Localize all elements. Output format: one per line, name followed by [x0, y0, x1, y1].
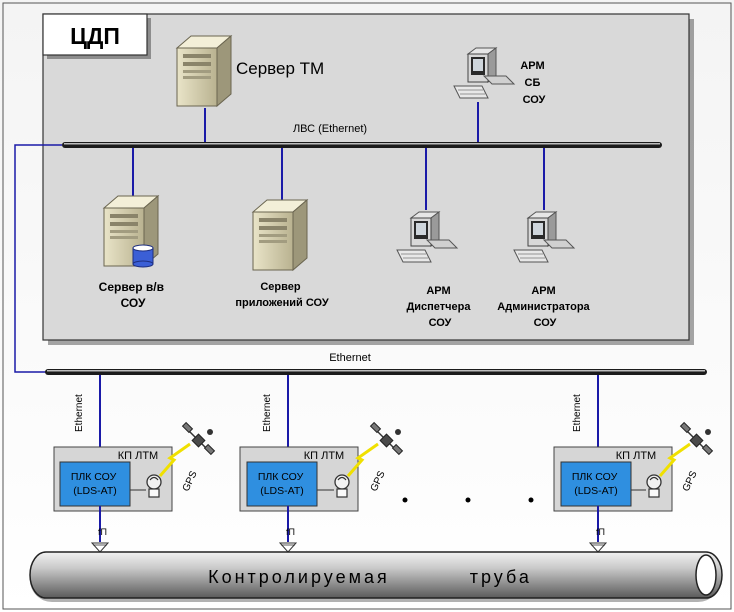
- server-app: Сервер приложений СОУ: [235, 199, 329, 309]
- kp-ltm-label: КП ЛТМ: [616, 450, 656, 462]
- svg-text:Сервер в/в СОУ: Сервер в/в СОУ: [99, 280, 168, 310]
- lan-links: [132, 102, 545, 210]
- arm-dispatcher-line-2: Диспетчера: [406, 301, 471, 313]
- svg-text:Сервер приложений СОУ: Сервер приложений СОУ: [235, 281, 328, 309]
- svg-text:ПЛК СОУ (LDS-AT): ПЛК СОУ (LDS-AT): [258, 471, 306, 497]
- database-icon: [132, 244, 154, 268]
- lightning-icon: [158, 442, 191, 477]
- server-db: Сервер в/в СОУ: [99, 195, 168, 310]
- station-eth-label: Ethernet: [572, 394, 583, 432]
- plc-box: [59, 461, 131, 507]
- station-eth-label: Ethernet: [74, 394, 85, 432]
- kp-ltm-label: КП ЛТМ: [118, 450, 158, 462]
- lightning-icon: [346, 442, 379, 477]
- arm-dispatcher: АРМ Диспетчера СОУ: [396, 211, 473, 329]
- gps-receiver-icon: [646, 474, 662, 498]
- arm-admin-line-3: СОУ: [534, 317, 557, 329]
- server-app-icon: [252, 199, 308, 271]
- ethernet-bus: [45, 369, 707, 375]
- pressure-sensor-icon: [279, 542, 297, 553]
- gps-label: GPS: [369, 469, 388, 493]
- lightning-icon: [658, 442, 691, 477]
- server-tm-icon: [176, 35, 232, 107]
- cdp-title-box: ЦДП: [42, 13, 151, 59]
- kp-ltm-label: КП ЛТМ: [304, 450, 344, 462]
- arm-sb-line-1: АРМ: [520, 60, 544, 72]
- gps-receiver-icon: [146, 474, 162, 498]
- plc-line-1: ПЛК СОУ: [572, 471, 618, 483]
- server-db-line-2: СОУ: [121, 296, 146, 310]
- more-stations-dots: [402, 497, 534, 503]
- station-1: Ethernet КП ЛТМ ПЛК СОУ (LDS-AT) GPS fП: [53, 375, 216, 553]
- gps-receiver-icon: [334, 474, 350, 498]
- sensor-label: fП: [98, 527, 107, 537]
- arm-admin-line-2: Администратора: [497, 301, 590, 313]
- server-tm-label: Сервер ТМ: [236, 59, 324, 78]
- station-3: Ethernet КП ЛТМ ПЛК СОУ (LDS-AT) GPS fП: [553, 375, 714, 553]
- plc-box: [560, 461, 632, 507]
- gps-label: GPS: [181, 469, 200, 493]
- cdp-title: ЦДП: [70, 23, 120, 49]
- arm-admin-line-1: АРМ: [531, 285, 555, 297]
- plc-box: [246, 461, 318, 507]
- arm-dispatcher-line-1: АРМ: [426, 285, 450, 297]
- plc-line-2: (LDS-AT): [574, 485, 618, 497]
- satellite-icon: [679, 421, 714, 456]
- svg-text:АРМ Администратора: АРМ Администратора СОУ: [497, 285, 592, 329]
- satellite-icon: [181, 421, 216, 456]
- ethernet-bus-label: Ethernet: [329, 352, 371, 364]
- arm-admin: АРМ Администратора СОУ: [497, 211, 592, 329]
- pressure-sensor-icon: [91, 542, 109, 553]
- sensor-label: fП: [596, 527, 605, 537]
- svg-text:ПЛК СОУ (LDS-AT): ПЛК СОУ (LDS-AT): [572, 471, 620, 497]
- sensor-label: fП: [286, 527, 295, 537]
- cdp-panel: [42, 13, 694, 345]
- plc-line-2: (LDS-AT): [73, 485, 117, 497]
- server-db-line-1: Сервер в/в: [99, 280, 164, 294]
- lan-bus: [62, 142, 662, 148]
- pressure-sensor-icon: [589, 542, 607, 553]
- uplink-line: [14, 144, 62, 373]
- server-app-line-1: Сервер: [260, 281, 301, 293]
- plc-line-1: ПЛК СОУ: [71, 471, 117, 483]
- server-tm: Сервер ТМ: [176, 35, 324, 107]
- pipe-label: Контролируемая труба: [208, 567, 532, 587]
- pipe: Контролируемая труба: [29, 551, 723, 602]
- arm-dispatcher-line-3: СОУ: [429, 317, 452, 329]
- station-eth-label: Ethernet: [262, 394, 273, 432]
- svg-text:АРМ СБ СОУ: АРМ СБ СОУ: [520, 60, 547, 106]
- svg-text:АРМ Диспетчера СОУ: АРМ Диспетчера СОУ: [406, 285, 473, 329]
- plc-line-2: (LDS-AT): [260, 485, 304, 497]
- satellite-icon: [369, 421, 404, 456]
- arm-sb-line-3: СОУ: [523, 94, 546, 106]
- station-2: Ethernet КП ЛТМ ПЛК СОУ (LDS-AT) GPS fП: [239, 375, 404, 553]
- plc-line-1: ПЛК СОУ: [258, 471, 304, 483]
- svg-text:ПЛК СОУ (LDS-AT): ПЛК СОУ (LDS-AT): [71, 471, 119, 497]
- gps-label: GPS: [681, 469, 700, 493]
- server-app-line-2: приложений СОУ: [235, 297, 328, 309]
- arm-sb-line-2: СБ: [525, 77, 541, 89]
- lan-label: ЛВС (Ethernet): [293, 123, 367, 135]
- arm-sb: АРМ СБ СОУ: [453, 47, 547, 106]
